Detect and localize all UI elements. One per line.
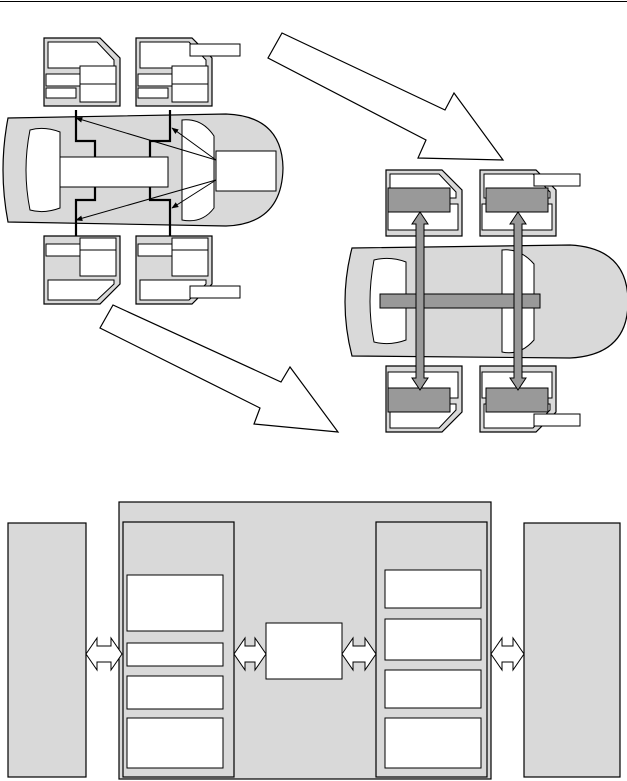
- double-arrow-right-panel: [490, 636, 525, 672]
- wheel-bottom-left: [43, 235, 121, 305]
- left-box-3: [126, 675, 224, 710]
- left-panel: [7, 522, 87, 778]
- left-box-2: [126, 642, 224, 667]
- rear-window: [25, 127, 61, 213]
- wheel-top-right: [135, 37, 241, 107]
- actuator-br: [485, 387, 549, 413]
- wheel-2-top-right: [479, 169, 581, 237]
- wheel-bottom-right: [135, 235, 241, 305]
- process-arrow-upper: [267, 32, 505, 161]
- wheel-2-top-left: [385, 169, 463, 237]
- double-arrow-left-panel: [85, 636, 123, 672]
- link-arrow-left: [411, 211, 429, 391]
- right-box-3: [384, 669, 482, 709]
- right-box-2: [384, 618, 482, 661]
- center-box: [265, 622, 343, 680]
- wheel-2-bottom-right: [479, 365, 581, 433]
- double-arrow-left-center: [233, 636, 267, 672]
- actuator-tr: [485, 187, 549, 213]
- central-controller-box: [59, 156, 169, 188]
- front-window: [181, 119, 215, 222]
- block-diagram: [7, 501, 621, 780]
- conventional-vehicle: [2, 37, 284, 305]
- wheel-top-left: [43, 37, 121, 107]
- actuator-tl: [387, 187, 451, 213]
- signal-arrow-tl: [75, 117, 217, 161]
- by-wire-vehicle: [344, 169, 627, 433]
- signal-arrow-bl: [75, 179, 217, 221]
- double-arrow-center-right: [341, 636, 377, 672]
- left-box-1: [126, 574, 224, 632]
- signal-arrow-br: [171, 179, 217, 209]
- signal-arrow-tr: [171, 127, 217, 161]
- right-panel: [523, 522, 621, 778]
- sensor-box: [215, 150, 277, 192]
- process-arrow-lower: [99, 304, 340, 433]
- right-box-1: [384, 569, 482, 609]
- link-arrow-right: [509, 211, 527, 391]
- actuator-bl: [387, 387, 451, 413]
- left-box-4: [126, 717, 224, 769]
- linkage-top: [74, 110, 172, 157]
- right-box-4: [384, 717, 482, 769]
